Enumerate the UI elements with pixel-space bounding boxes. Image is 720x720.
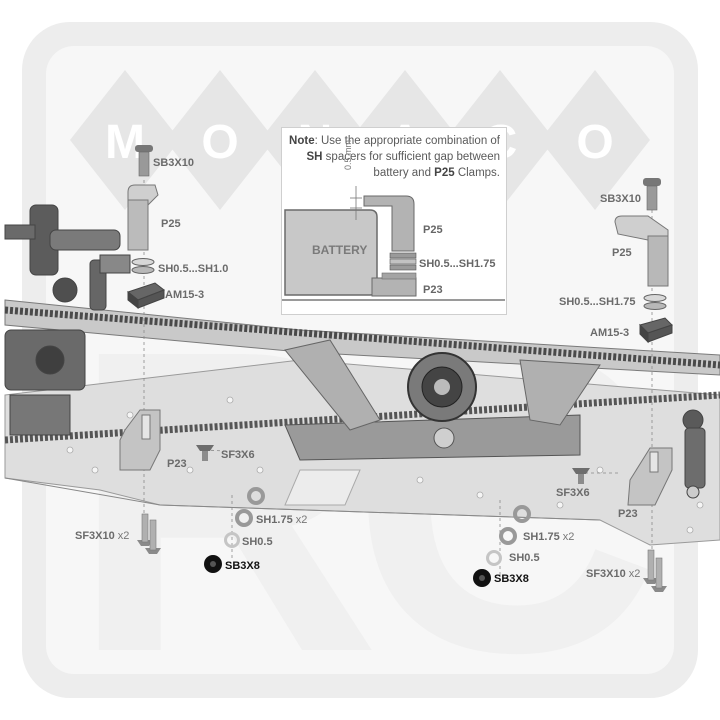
chassis-edge <box>4 477 161 506</box>
note-label-sh-range: SH0.5...SH1.75 <box>419 258 496 270</box>
callout-left-sh: SH0.5...SH1.0 <box>158 263 229 275</box>
watermark-letter: O <box>576 116 613 169</box>
callout-right-sb3x8: SB3X8 <box>494 573 529 585</box>
callout-right-sf3x10: SF3X10 x2 <box>586 568 640 580</box>
left-sh-spacers <box>131 258 155 274</box>
right-suspension <box>682 409 706 499</box>
callout-right-p25: P25 <box>612 247 632 259</box>
left-suspension <box>4 204 131 436</box>
left-sf3x10-screws <box>137 513 161 554</box>
callout-left-sb3x8: SB3X8 <box>225 560 260 572</box>
note-text: Note: Use the appropriate combination of… <box>286 133 500 181</box>
note-line2: spacers for sufficient gap between <box>322 151 500 163</box>
right-sb3x8-screw <box>473 569 491 587</box>
left-sf3x6-screw <box>196 445 214 461</box>
right-sf3x10-screws <box>643 549 667 592</box>
callout-left-sf3x10: SF3X10 x2 <box>75 530 129 542</box>
note-section-drawing <box>282 186 505 301</box>
callout-left-p23: P23 <box>167 458 187 470</box>
callout-left-sf3x10-qty: x2 <box>114 530 130 542</box>
callout-right-sf3x10-code: SF3X10 <box>586 568 626 580</box>
note-spacer <box>389 264 417 271</box>
note-line3b: Clamps. <box>454 167 500 179</box>
watermark-letter: M <box>105 116 145 169</box>
callout-left-sh175-qty: x2 <box>292 514 308 526</box>
left-am15-3 <box>126 282 166 310</box>
left-washers <box>224 487 265 548</box>
center-arm <box>284 339 381 431</box>
watermark-letter: O <box>201 116 238 169</box>
drive-belt-upper <box>4 306 720 369</box>
right-washers <box>486 505 531 566</box>
right-p25-clamp <box>614 215 669 287</box>
callout-left-sh175-code: SH1.75 <box>256 514 293 526</box>
note-prefix: Note <box>289 135 315 147</box>
right-sh-spacers <box>643 294 667 310</box>
callout-left-p25: P25 <box>161 218 181 230</box>
chassis-cutout <box>284 469 361 506</box>
callout-right-sf3x10-qty: x2 <box>625 568 641 580</box>
drive-belt-lower <box>4 391 720 444</box>
right-sb3x10-screw <box>643 178 661 211</box>
callout-right-sh175-code: SH1.75 <box>523 531 560 543</box>
callout-left-sf3x10-code: SF3X10 <box>75 530 115 542</box>
callout-right-sh: SH0.5...SH1.75 <box>559 296 636 308</box>
center-arm <box>519 359 601 426</box>
note-label-p25: P25 <box>423 224 443 236</box>
callout-left-am15-3: AM15-3 <box>165 289 205 301</box>
callout-right-sh175-qty: x2 <box>559 531 575 543</box>
right-sf3x6-screw <box>572 468 590 484</box>
callout-right-sh05: SH0.5 <box>509 552 540 564</box>
callout-right-p23: P23 <box>618 508 638 520</box>
note-panel: Note: Use the appropriate combination of… <box>281 127 507 315</box>
note-p23-rib <box>381 272 417 280</box>
note-spacer <box>389 258 417 265</box>
left-p23-mount <box>119 409 161 471</box>
note-p23-part <box>371 277 417 297</box>
chassis-holes <box>66 396 704 534</box>
right-am15-3 <box>639 317 673 344</box>
callout-right-sh175: SH1.75 x2 <box>523 531 574 543</box>
battery-label: BATTERY <box>312 243 368 257</box>
note-spacer <box>389 252 417 259</box>
gap-dimension-label: 0.5 mm <box>343 139 353 170</box>
note-label-p23: P23 <box>423 284 443 296</box>
note-line3a: battery and <box>373 167 435 179</box>
note-p25: P25 <box>434 167 455 179</box>
callout-right-sb3x10: SB3X10 <box>600 193 641 205</box>
left-sb3x8-screw <box>204 555 222 573</box>
callout-right-am15-3: AM15-3 <box>590 327 630 339</box>
callout-left-sh175: SH1.75 x2 <box>256 514 307 526</box>
idler-pulley <box>433 427 455 449</box>
left-sb3x10-screw <box>135 145 153 177</box>
note-line1: : Use the appropriate combination of <box>314 135 500 147</box>
callout-left-sf3x6: SF3X6 <box>221 449 255 461</box>
left-p25-clamp <box>127 184 159 251</box>
callout-left-sb3x10: SB3X10 <box>153 157 194 169</box>
callout-right-sf3x6: SF3X6 <box>556 487 590 499</box>
right-p23-mount <box>627 447 673 506</box>
center-pulley-hub <box>434 379 450 395</box>
note-sh: SH <box>306 151 323 163</box>
note-p25-part <box>363 195 415 252</box>
callout-left-sh05: SH0.5 <box>242 536 273 548</box>
